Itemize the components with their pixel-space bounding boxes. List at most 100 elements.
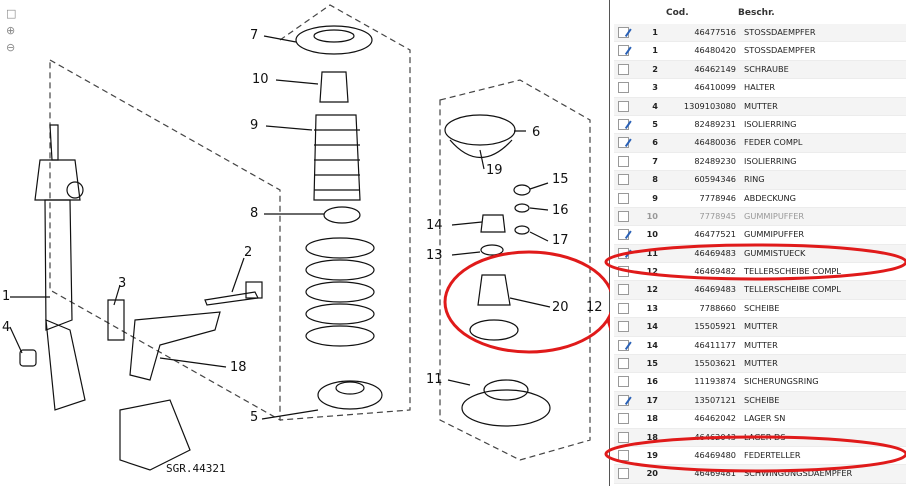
table-row[interactable]: 13 7788660 SCHEIBE xyxy=(614,300,906,319)
row-checkbox[interactable] xyxy=(618,100,629,112)
row-position: 11 xyxy=(646,247,658,258)
row-position: 18 xyxy=(646,431,658,442)
row-checkbox[interactable] xyxy=(618,82,629,94)
row-position: 10 xyxy=(646,210,658,221)
page-icon[interactable]: □ xyxy=(6,7,17,20)
row-description: LAGER SN xyxy=(744,413,786,424)
row-code: 82489231 xyxy=(694,118,736,129)
row-description: ISOLIERRING xyxy=(744,118,797,129)
callout-18: 18 xyxy=(230,360,247,375)
zoom-in-icon[interactable]: ⊕ xyxy=(6,24,16,37)
row-position: 10 xyxy=(646,229,658,240)
row-code: 82489230 xyxy=(694,155,736,166)
row-description: MUTTER xyxy=(744,321,778,332)
row-code: 46480420 xyxy=(694,45,736,56)
row-position: 14 xyxy=(646,321,658,332)
row-position: 13 xyxy=(646,302,658,313)
row-position: 19 xyxy=(646,449,658,460)
row-code: 46477521 xyxy=(694,229,736,240)
row-checkbox[interactable] xyxy=(618,229,629,241)
row-checkbox[interactable] xyxy=(618,431,629,443)
row-description: MUTTER xyxy=(744,358,778,369)
row-description: SCHRAUBE xyxy=(744,63,789,74)
row-checkbox[interactable] xyxy=(618,137,629,149)
callout-7: 7 xyxy=(250,28,259,43)
row-checkbox[interactable] xyxy=(618,321,629,333)
row-checkbox[interactable] xyxy=(618,174,629,186)
row-checkbox[interactable] xyxy=(618,413,629,425)
callout-5: 5 xyxy=(250,410,259,425)
table-row[interactable]: 15 15503621 MUTTER xyxy=(614,355,906,374)
row-checkbox[interactable] xyxy=(618,302,629,314)
row-description: FEDERTELLER xyxy=(744,449,801,460)
row-code: 46480036 xyxy=(694,137,736,148)
zoom-out-icon[interactable]: ⊖ xyxy=(6,41,16,54)
row-checkbox[interactable] xyxy=(618,210,629,222)
callout-10: 10 xyxy=(252,72,269,87)
row-position: 8 xyxy=(652,174,658,185)
header-cod: Cod. xyxy=(666,8,689,18)
callout-17: 17 xyxy=(552,233,569,248)
row-code: 13507121 xyxy=(694,394,736,405)
row-code: 7788660 xyxy=(699,302,736,313)
row-checkbox[interactable] xyxy=(618,394,629,406)
row-position: 2 xyxy=(652,63,658,74)
callout-14: 14 xyxy=(426,218,443,233)
row-code: 60594346 xyxy=(694,174,736,185)
figure-code: SGR.44321 xyxy=(166,462,226,475)
row-description: GUMMIPUFFER xyxy=(744,210,805,221)
row-description: SCHEIBE xyxy=(744,302,780,313)
row-code: 11193874 xyxy=(694,376,736,387)
row-description: TELLERSCHEIBE COMPL xyxy=(744,284,841,295)
row-code: 46477516 xyxy=(694,27,736,37)
row-code: 46469483 xyxy=(694,284,736,295)
row-description: STOSSDAEMPFER xyxy=(744,27,816,37)
row-description: GUMMISTUECK xyxy=(744,247,806,258)
row-code: 46462042 xyxy=(694,413,736,424)
row-checkbox[interactable] xyxy=(618,339,629,351)
table-row[interactable]: 18 46462042 LAGER SN xyxy=(614,410,906,429)
row-code: 46469482 xyxy=(694,266,736,277)
row-position: 12 xyxy=(646,266,658,277)
row-code: 15503621 xyxy=(694,358,736,369)
row-checkbox[interactable] xyxy=(618,192,629,204)
row-checkbox[interactable] xyxy=(618,155,629,167)
table-row[interactable]: 1 46477516 STOSSDAEMPFER xyxy=(614,24,906,43)
row-code: 46411177 xyxy=(694,339,736,350)
exploded-view-drawing xyxy=(9,4,610,471)
row-checkbox[interactable] xyxy=(618,376,629,388)
callout-13: 13 xyxy=(426,248,443,263)
header-beschr: Beschr. xyxy=(738,8,775,18)
callout-3: 3 xyxy=(118,276,127,291)
row-checkbox[interactable] xyxy=(618,27,629,38)
highlight-overlay xyxy=(604,243,906,473)
row-code: 7778946 xyxy=(699,192,736,203)
callout-11: 11 xyxy=(426,372,443,387)
row-checkbox[interactable] xyxy=(618,284,629,296)
row-position: 6 xyxy=(652,137,658,148)
callout-12: 12 xyxy=(586,300,603,315)
row-position: 18 xyxy=(646,413,658,424)
row-checkbox[interactable] xyxy=(618,358,629,370)
row-checkbox[interactable] xyxy=(618,45,629,57)
row-checkbox[interactable] xyxy=(618,118,629,130)
row-position: 15 xyxy=(646,358,658,369)
row-position: 1 xyxy=(652,27,658,37)
row-checkbox[interactable] xyxy=(618,63,629,75)
row-checkbox[interactable] xyxy=(618,468,629,480)
